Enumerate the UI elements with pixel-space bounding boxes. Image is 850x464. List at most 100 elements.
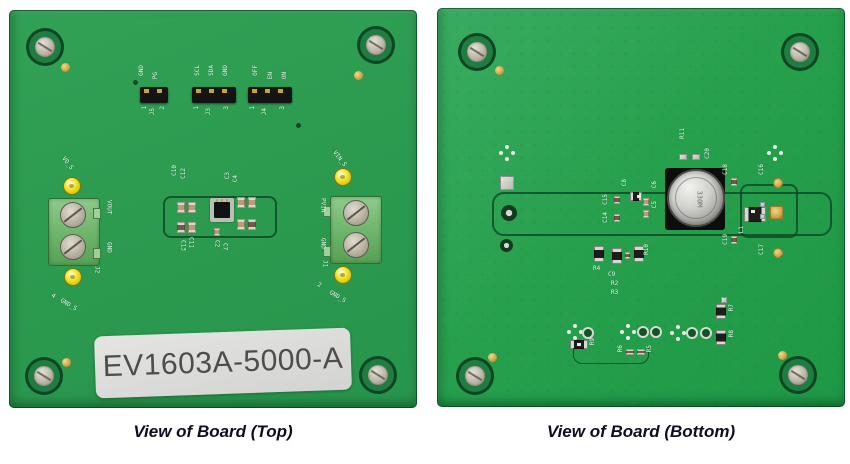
through-hole-pad <box>500 239 513 252</box>
capacitor <box>248 219 256 230</box>
ref-designator: R4 <box>593 265 601 272</box>
via-cross <box>676 325 680 329</box>
capacitor <box>731 178 737 186</box>
test-point-label: VIN_S <box>331 149 348 168</box>
ref-designator: C17 <box>758 244 765 255</box>
resistor <box>716 330 726 345</box>
jumper-j3 <box>192 87 236 103</box>
jumper-j5 <box>140 87 168 103</box>
via-ring-pad <box>582 327 594 339</box>
pcb-photo-top: GND PG 1 J5 2 SCL SDA GND 1 J3 3 OFF EN … <box>9 10 417 408</box>
capacitor <box>248 197 256 208</box>
ref-designator: C5 <box>651 201 658 209</box>
jumper-pin-label: EN <box>267 72 274 80</box>
ref-designator: R2 <box>611 280 619 287</box>
board-caption-top: View of Board (Top) <box>133 422 293 441</box>
test-point <box>63 177 81 195</box>
ref-designator: R9 <box>589 338 596 346</box>
test-point-label: VO_S <box>60 155 75 172</box>
screw-head <box>366 35 386 55</box>
resistor <box>634 246 644 262</box>
capacitor <box>177 202 185 213</box>
solder-pad <box>692 154 700 160</box>
jumper-pin-number: 3 <box>223 106 230 110</box>
jumper-pin-number: 3 <box>279 106 286 110</box>
terminal-wire-slot <box>323 206 331 217</box>
jumper-pin-label: SDA <box>208 65 215 76</box>
terminal-screw <box>60 234 86 260</box>
resistor <box>612 248 622 264</box>
silkscreen-label: VOUT <box>105 200 113 215</box>
via-ring-pad <box>637 326 649 338</box>
capacitor <box>731 236 737 244</box>
jumper-j4 <box>248 87 292 103</box>
ref-designator: R10 <box>643 244 650 255</box>
ref-designator: C19 <box>722 234 729 245</box>
screw-head <box>790 42 810 62</box>
test-point-number: 4 <box>50 292 57 301</box>
ref-designator: C13 <box>179 240 187 251</box>
resistor <box>716 304 726 319</box>
jumper-pin-label: OFF <box>252 65 259 76</box>
jumper-pin-label: SCL <box>194 65 201 76</box>
jumper-pin-label: PG <box>152 72 159 80</box>
via-ring-pad <box>700 327 712 339</box>
ref-designator: R11 <box>679 128 686 139</box>
silkscreen-outline <box>492 192 832 236</box>
mounting-screw <box>779 356 817 394</box>
capacitor <box>614 196 620 204</box>
ref-designator: R6 <box>617 345 624 353</box>
solder-pad <box>760 202 765 207</box>
ref-designator: C9 <box>608 271 616 278</box>
ref-designator: C10 <box>171 165 178 176</box>
capacitor <box>188 202 196 213</box>
fiducial-dot <box>495 66 504 75</box>
sticker-part-number: EV1603A-5000-A <box>102 341 344 384</box>
mounting-screw <box>26 28 64 66</box>
ref-designator: R7 <box>728 304 735 312</box>
test-point-number: 2 <box>316 281 323 290</box>
via-hole <box>133 80 138 85</box>
silkscreen-label: PVIN <box>319 198 327 213</box>
terminal-wire-slot <box>93 248 101 259</box>
fiducial-dot <box>62 358 71 367</box>
inductor-marking: 330M <box>695 190 704 208</box>
ref-designator: C15 <box>602 194 609 205</box>
via-cross <box>505 145 509 149</box>
ref-designator: C6 <box>651 181 658 189</box>
mounting-screw <box>359 356 397 394</box>
screw-head <box>35 37 55 57</box>
ref-designator: C16 <box>758 164 765 175</box>
ref-designator: R8 <box>728 330 735 338</box>
gold-pad <box>770 206 783 219</box>
ref-designator: C14 <box>602 212 609 223</box>
through-hole-pad <box>501 205 517 221</box>
jumper-pin-number: 2 <box>159 106 166 110</box>
board-caption-bottom: View of Board (Bottom) <box>546 422 736 441</box>
ref-designator: C4 <box>232 175 239 183</box>
via-cross <box>773 145 777 149</box>
jumper-pin-number: 1 <box>141 106 148 110</box>
test-point <box>334 168 352 186</box>
capacitor <box>637 349 645 355</box>
jumper-pin-label: GND <box>138 65 145 76</box>
mounting-screw <box>357 26 395 64</box>
test-point <box>334 266 352 284</box>
silkscreen-outline <box>740 184 798 238</box>
gold-via-pad <box>773 178 783 188</box>
capacitor <box>614 214 620 222</box>
small-component <box>630 192 642 201</box>
capacitor <box>643 198 649 206</box>
screw-head <box>788 365 808 385</box>
via-ring-pad <box>686 327 698 339</box>
board-sticker: EV1603A-5000-A <box>93 327 353 399</box>
mounting-screw <box>25 357 63 395</box>
terminal-screw <box>343 232 369 258</box>
fiducial-dot <box>778 351 787 360</box>
solder-pad <box>721 297 727 303</box>
fiducial-dot <box>354 71 363 80</box>
capacitor <box>625 252 630 259</box>
ic-chip <box>214 199 230 218</box>
ref-designator: C20 <box>704 148 711 159</box>
fiducial-dot <box>61 63 70 72</box>
